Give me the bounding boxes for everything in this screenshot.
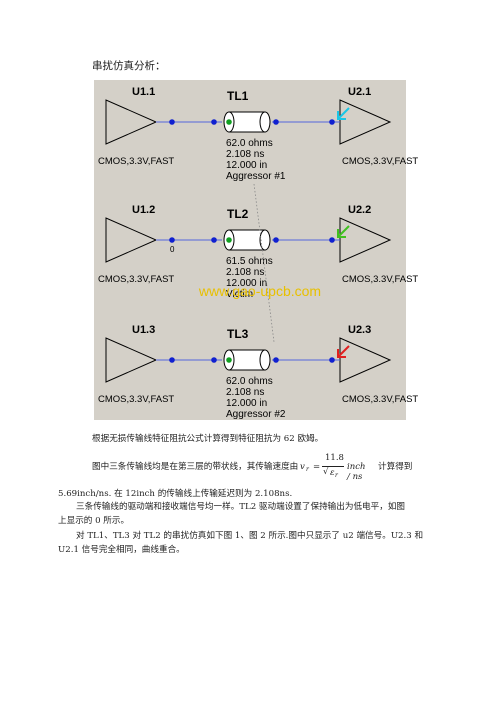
tline-property: 2.108 ns [226, 149, 264, 160]
driver-symbol [105, 217, 158, 263]
formula-denominator: ε [330, 468, 335, 478]
receiver-label: U2.1 [348, 86, 371, 98]
tline-node [226, 357, 232, 363]
tline-property: Victim [226, 289, 253, 300]
simulation-text-cont: U2.1 信号完全相同，曲线重合。 [58, 545, 185, 555]
net-node [273, 119, 279, 125]
probe-arrow-head [337, 349, 346, 358]
line-label: TL2 [227, 207, 249, 221]
tline-end [259, 111, 271, 133]
probe-arrow [338, 225, 350, 237]
receiver-symbol [339, 99, 392, 145]
simulation-text: 对 TL1、TL3 对 TL2 的串扰仿真如下图 1、图 2 所示.图中只显示了… [76, 531, 424, 541]
impedance-text: 根据无损传输线特征阻抗公式计算得到特征阻抗为 62 欧姆。 [92, 434, 324, 444]
formula-unit: inch / ns [347, 462, 366, 482]
velocity-text-before: 图中三条传输线均是在第三层的带状线，其传输速度由 [92, 462, 299, 472]
net-node [169, 119, 175, 125]
driver-setting-text-cont: 上显示的 0 所示。 [58, 516, 130, 526]
driver-state-label: 0 [170, 245, 175, 254]
tline-property: 2.108 ns [226, 267, 264, 278]
net-node [169, 237, 175, 243]
line-label: TL3 [227, 327, 249, 341]
tline-end [259, 229, 271, 251]
probe-arrow [338, 107, 350, 119]
formula-numerator: 11.8 [325, 453, 344, 463]
driver-label: U1.1 [132, 86, 155, 98]
line-label: TL1 [227, 89, 249, 103]
receiver-label: U2.3 [348, 324, 371, 336]
net-node [169, 357, 175, 363]
tline-node [226, 237, 232, 243]
net-node [211, 357, 217, 363]
watermark: www.gao-upcb.com [198, 283, 321, 299]
tline-property: 2.108 ns [226, 387, 264, 398]
net-node [211, 237, 217, 243]
formula-lhs: v [300, 462, 305, 472]
formula-lhs-sub: r [306, 466, 309, 473]
driver-symbol [105, 99, 158, 145]
driver-model-label: CMOS,3.3V,FAST [98, 274, 174, 285]
tline-end [259, 349, 271, 371]
tline-property: 12.000 in [226, 398, 267, 409]
receiver-model-label: CMOS,3.3V,FAST [342, 394, 418, 405]
tline-property: 62.0 ohms [226, 138, 273, 149]
net-node [273, 237, 279, 243]
tline-property: 12.000 in [226, 278, 267, 289]
formula-denominator-sub: r [335, 472, 338, 479]
receiver-model-label: CMOS,3.3V,FAST [342, 156, 418, 167]
tline-property: 61.5 ohms [226, 256, 273, 267]
driver-setting-text: 三条传输线的驱动端和接收端信号均一样。TL2 驱动端设置了保持输出为低电平，如图 [76, 502, 406, 512]
probe-arrow-head [337, 229, 346, 238]
delay-text: 5.69inch/ns. 在 12inch 的传输线上传输延迟则为 2.108n… [58, 489, 293, 499]
velocity-formula: v r = 11.8 √ ε r inch / ns [300, 453, 370, 482]
tline-property: 62.0 ohms [226, 376, 273, 387]
receiver-symbol [339, 337, 392, 383]
net-node [211, 119, 217, 125]
probe-arrow [338, 345, 350, 357]
probe-arrow-head [337, 111, 346, 120]
receiver-label: U2.2 [348, 204, 371, 216]
velocity-text-after: 计算得到 [378, 462, 413, 472]
tline-property: Aggressor #1 [226, 171, 286, 182]
driver-label: U1.3 [132, 324, 155, 336]
section-heading: 串扰仿真分析： [92, 60, 166, 72]
driver-symbol [105, 337, 158, 383]
tline-property: Aggressor #2 [226, 409, 286, 420]
net-node [329, 357, 335, 363]
driver-label: U1.2 [132, 204, 155, 216]
driver-model-label: CMOS,3.3V,FAST [98, 156, 174, 167]
net-node [329, 119, 335, 125]
net-node [329, 237, 335, 243]
tline-property: 12.000 in [226, 160, 267, 171]
tline-node [226, 119, 232, 125]
driver-model-label: CMOS,3.3V,FAST [98, 394, 174, 405]
receiver-symbol [339, 217, 392, 263]
net-node [273, 357, 279, 363]
receiver-model-label: CMOS,3.3V,FAST [342, 274, 418, 285]
